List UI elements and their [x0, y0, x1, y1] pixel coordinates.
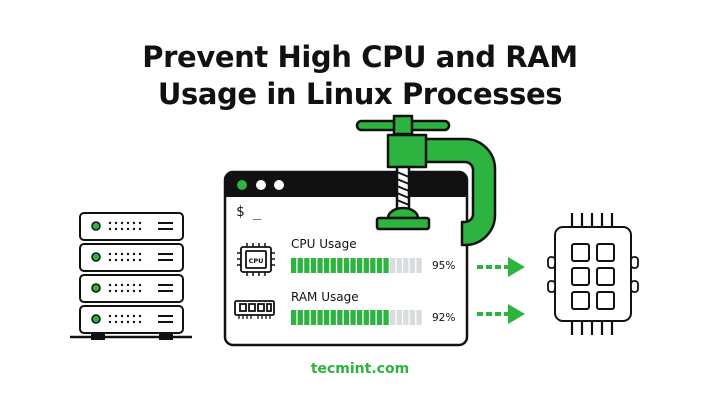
usage-bar-segment	[337, 258, 343, 273]
processor-chip-icon	[547, 213, 639, 335]
usage-bar-segment	[350, 310, 356, 325]
usage-bar-segment	[403, 258, 409, 273]
usage-bar-segment	[343, 310, 350, 325]
usage-bar-segment	[376, 258, 383, 273]
cpu-usage-bar	[291, 258, 422, 273]
arrow-right-icon	[477, 304, 525, 324]
usage-bar-segment	[376, 310, 383, 325]
cpu-usage-label: CPU Usage	[291, 237, 357, 251]
usage-bar-segment	[317, 310, 323, 325]
page-title-line-1: Prevent High CPU and RAM	[142, 40, 578, 74]
usage-bar-segment	[409, 258, 416, 273]
usage-bar-segment	[363, 310, 369, 325]
ram-usage-bar	[291, 310, 422, 325]
cpu-chip-icon: CPU	[237, 243, 275, 276]
usage-bar-segment	[350, 258, 356, 273]
usage-bar-segment	[390, 310, 396, 325]
cpu-chip-label: CPU	[249, 257, 264, 265]
usage-bar-segment	[330, 310, 336, 325]
cpu-usage-percent: 95%	[432, 260, 456, 272]
page-title-line-2: Usage in Linux Processes	[157, 77, 563, 111]
arrow-right-icon	[477, 257, 525, 277]
usage-bar-segment	[357, 310, 363, 325]
usage-bar-segment	[363, 258, 369, 273]
ram-usage-percent: 92%	[432, 312, 456, 324]
usage-bar-segment	[324, 258, 330, 273]
footer-site: tecmint.com	[310, 361, 410, 377]
usage-bar-segment	[324, 310, 330, 325]
usage-bar-segment	[310, 258, 317, 273]
usage-bar-segment	[409, 310, 416, 325]
usage-bar-segment	[383, 258, 389, 273]
usage-bar-segment	[370, 310, 376, 325]
usage-bar-segment	[304, 310, 310, 325]
usage-bar-segment	[416, 258, 422, 273]
usage-bar-segment	[390, 258, 396, 273]
usage-bar-segment	[416, 310, 422, 325]
usage-bar-segment	[291, 310, 297, 325]
ram-usage-label: RAM Usage	[291, 290, 359, 304]
usage-bar-segment	[291, 258, 297, 273]
terminal-prompt: $ _	[236, 204, 262, 220]
ram-module-icon	[234, 300, 275, 319]
usage-bar-segment	[396, 258, 402, 273]
clamp-icon	[355, 114, 497, 247]
usage-bar-segment	[383, 310, 389, 325]
usage-bar-segment	[317, 258, 323, 273]
server-rack-icon	[70, 212, 192, 340]
usage-bar-segment	[370, 258, 376, 273]
usage-bar-segment	[357, 258, 363, 273]
usage-bar-segment	[396, 310, 402, 325]
usage-bar-segment	[337, 310, 343, 325]
usage-bar-segment	[343, 258, 350, 273]
usage-bar-segment	[297, 310, 303, 325]
usage-bar-segment	[330, 258, 336, 273]
usage-bar-segment	[403, 310, 409, 325]
usage-bar-segment	[304, 258, 310, 273]
usage-bar-segment	[310, 310, 317, 325]
usage-bar-segment	[297, 258, 303, 273]
